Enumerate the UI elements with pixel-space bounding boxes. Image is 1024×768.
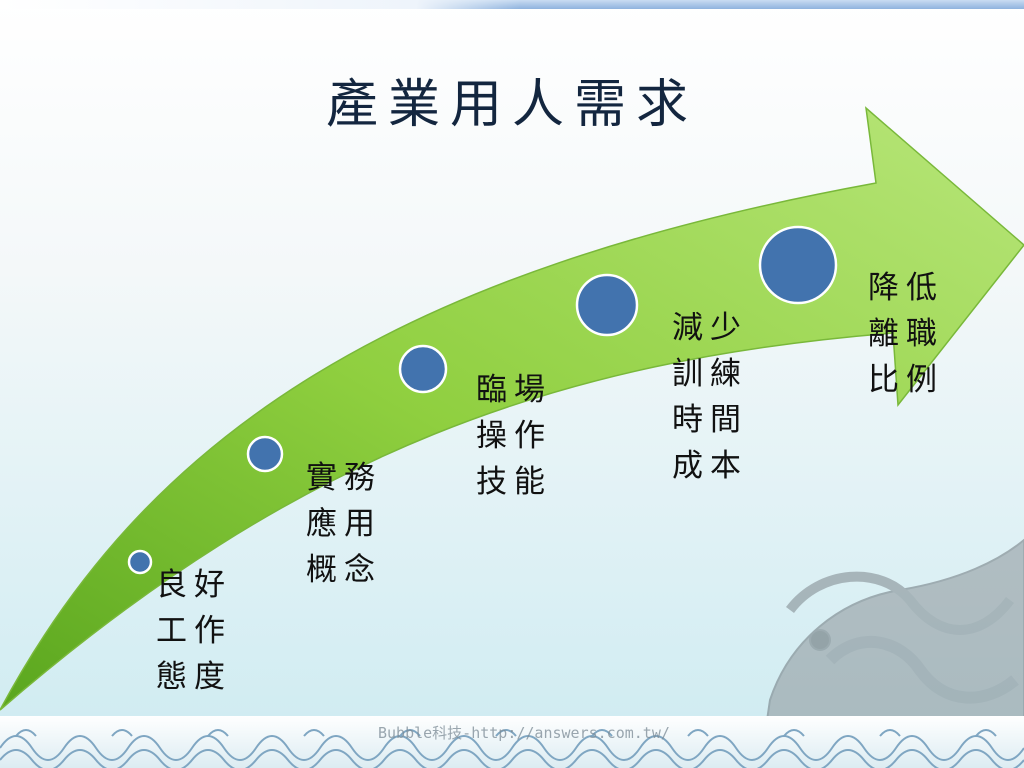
step-label-3: 臨場 操作 技能 [476, 367, 552, 505]
step-label-2-line-1: 實務 [306, 460, 382, 496]
step-label-1-line-2: 工作 [156, 613, 232, 649]
step-label-1-line-1: 良好 [156, 567, 232, 603]
milestone-circle-1 [127, 549, 153, 575]
step-label-4-line-1: 減少 [672, 310, 748, 346]
step-label-3-line-1: 臨場 [476, 372, 552, 408]
step-label-4-line-4: 成本 [672, 448, 748, 484]
step-label-5-line-2: 離職 [868, 316, 944, 352]
step-label-4-line-2: 訓練 [672, 356, 748, 392]
wave-border [0, 716, 1024, 768]
slide-title: 產業用人需求 [325, 75, 698, 135]
step-label-5-line-3: 比例 [868, 362, 944, 398]
footer-watermark: Bubble科技-http://answers.com.tw/ [378, 724, 670, 742]
dragon-decoration [758, 538, 1024, 768]
step-label-1-line-3: 態度 [156, 659, 232, 695]
step-label-4-line-3: 時間 [672, 402, 748, 438]
milestone-circle-2 [246, 435, 284, 473]
step-label-4: 減少 訓練 時間 成本 [672, 305, 748, 489]
milestone-circle-3 [398, 344, 448, 394]
step-label-5-line-1: 降低 [868, 270, 944, 306]
step-label-3-line-2: 操作 [476, 418, 552, 454]
step-label-2-line-2: 應用 [306, 506, 382, 542]
step-label-3-line-3: 技能 [476, 464, 552, 500]
top-accent-highlight [0, 0, 520, 9]
milestone-circle-5 [758, 225, 838, 305]
milestone-circle-4 [575, 273, 639, 337]
step-label-1: 良好 工作 態度 [156, 562, 232, 700]
step-label-2: 實務 應用 概念 [306, 455, 382, 593]
step-label-2-line-3: 概念 [306, 552, 382, 588]
step-label-5: 降低 離職 比例 [868, 265, 944, 403]
